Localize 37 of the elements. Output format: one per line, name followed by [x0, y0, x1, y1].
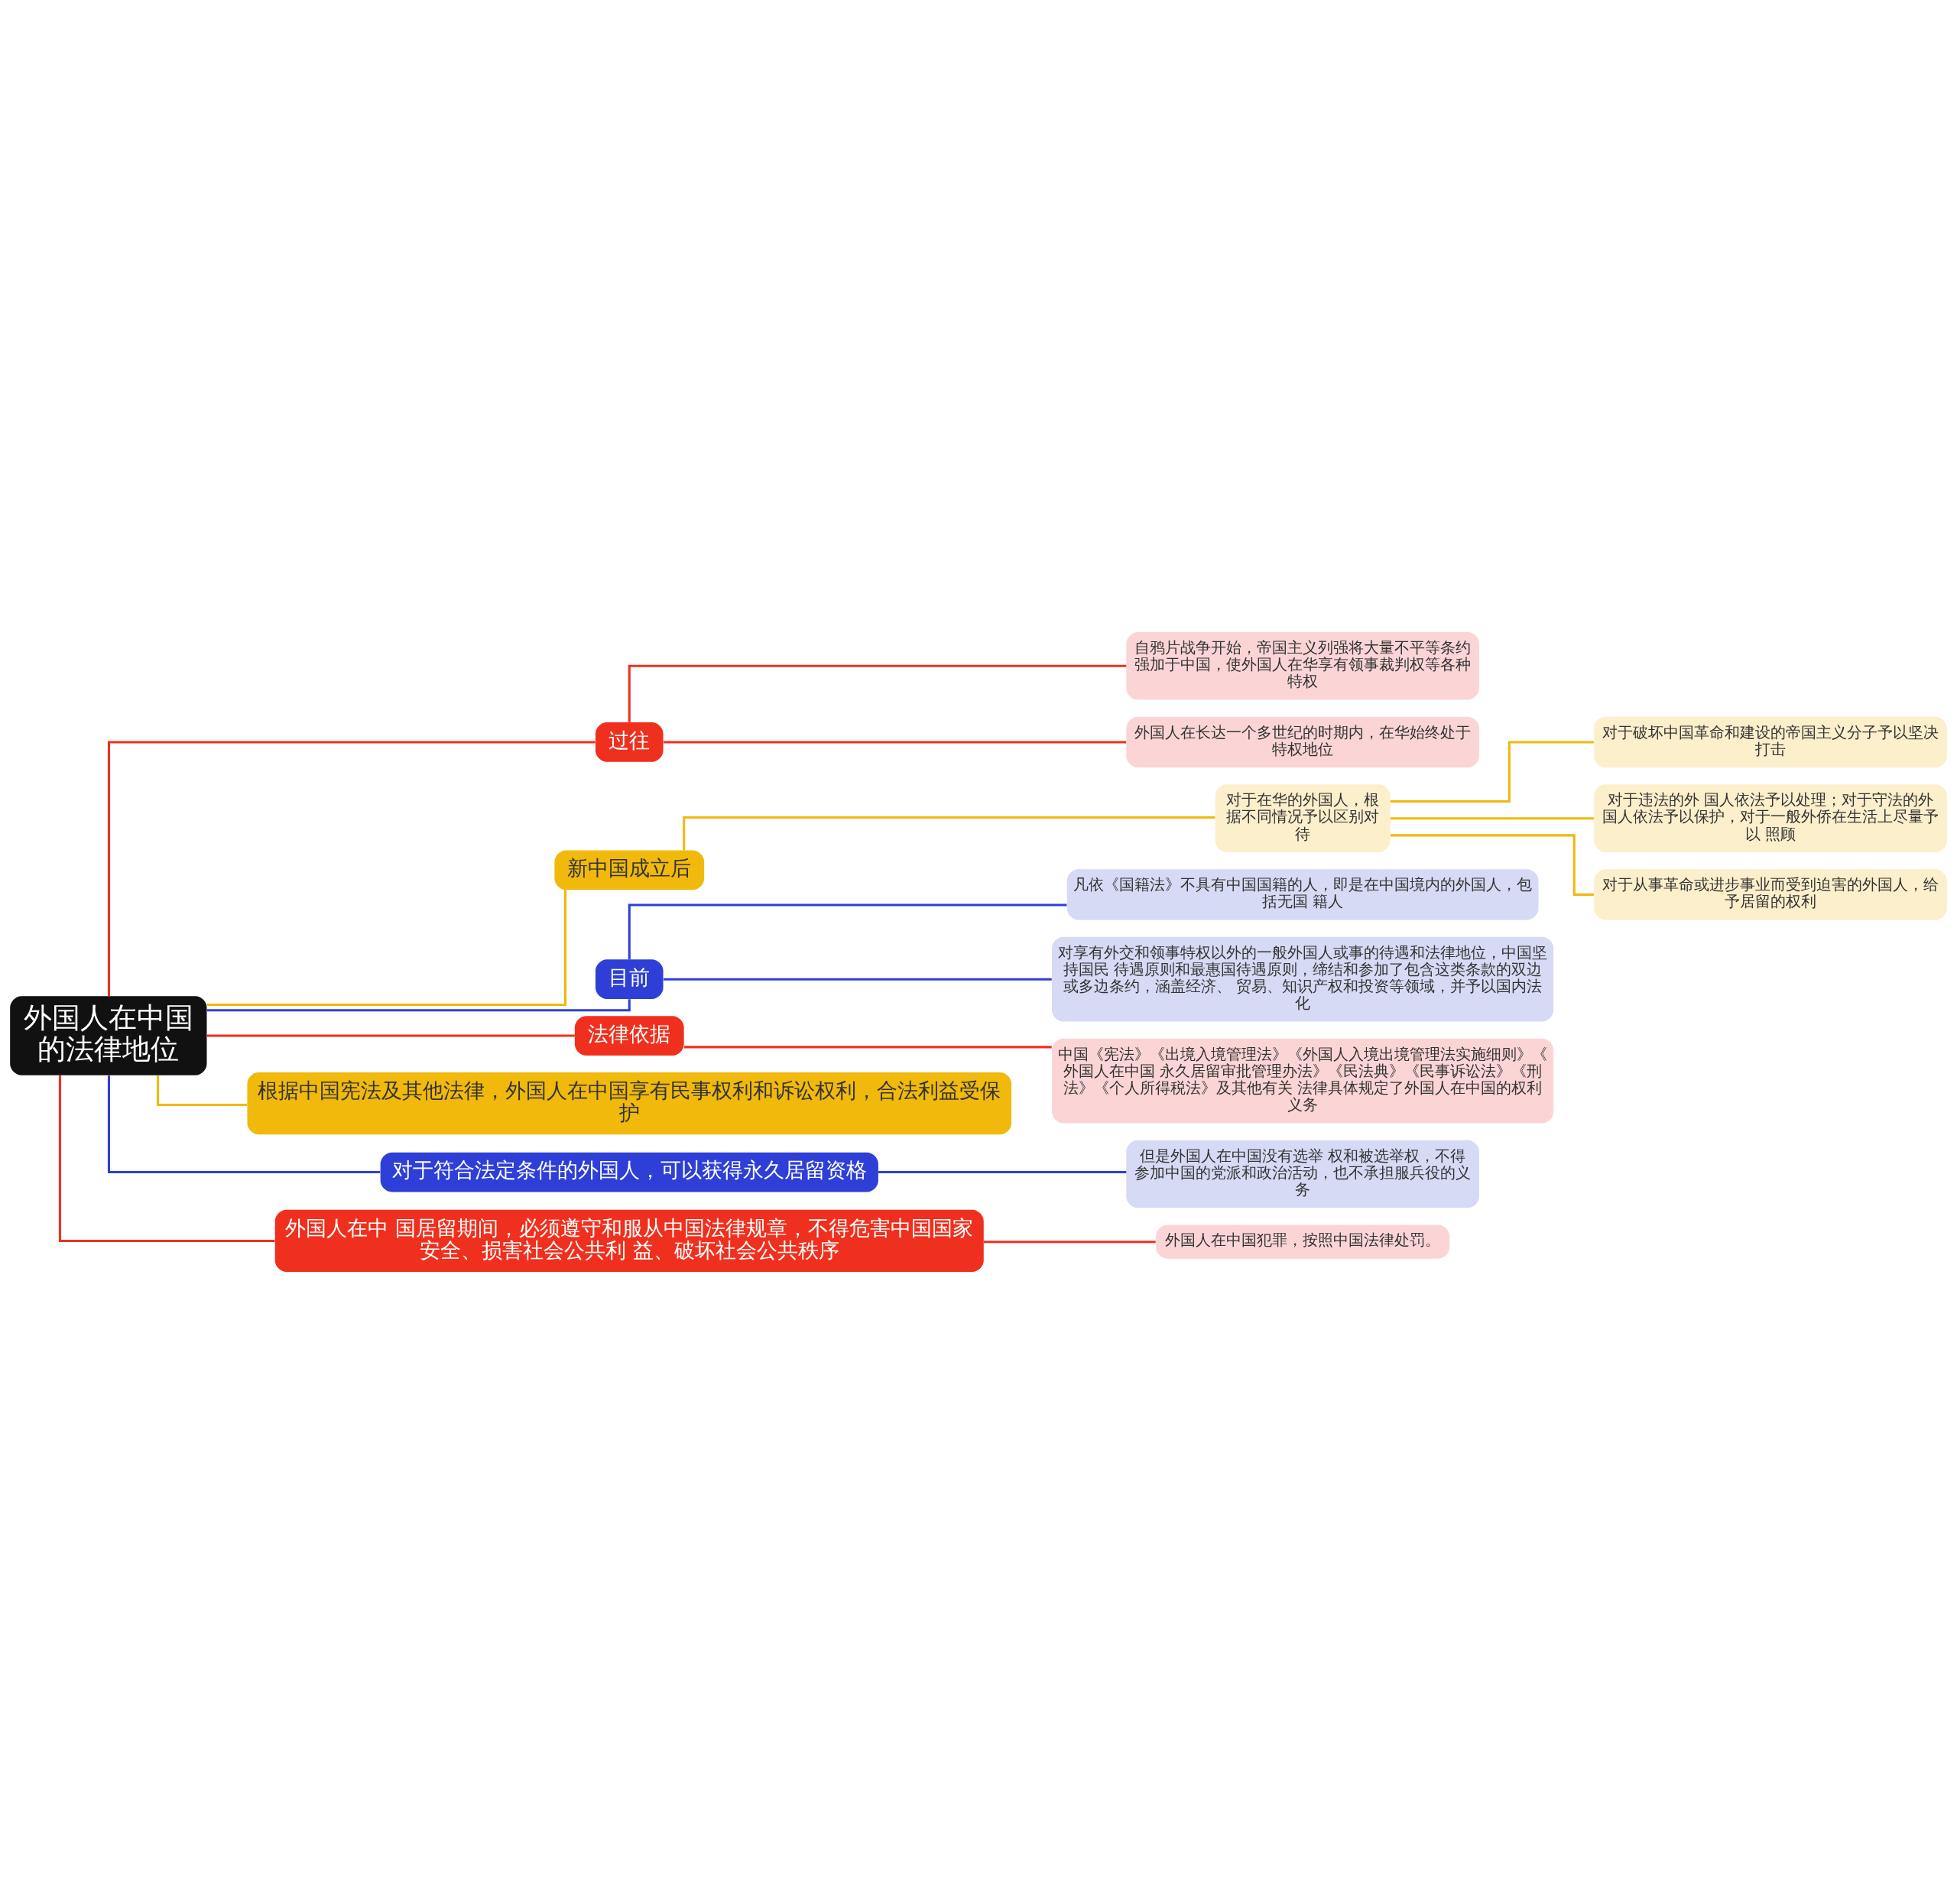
connector — [107, 741, 596, 997]
connector — [683, 816, 1215, 851]
node-box: 外国人在中国的法律地位 — [10, 996, 207, 1075]
connector — [664, 741, 1127, 744]
node-box: 目前 — [595, 959, 664, 1000]
node-box: 外国人在中国犯罪，按照中国法律处罚。 — [1156, 1224, 1450, 1259]
node-box: 过往 — [595, 722, 664, 762]
node-box: 但是外国人在中国没有选举 权和被选举权，不得参加中国的党派和政治活动，也不承担服兵役的义务 — [1126, 1140, 1479, 1208]
connector — [206, 890, 567, 1006]
node-box: 对享有外交和领事特权以外的一般外国人或事的待遇和法律地位，中国坚持国民 待遇原则和最惠国待遇原则，缔结和参加了包含这类条款的双边或多边条约，涵盖经济、 贸易、知识产权和投资等领域，并予以国内法化 — [1052, 936, 1554, 1022]
connector — [683, 1046, 1052, 1049]
connector — [107, 1075, 381, 1174]
node-box: 对于在华的外国人，根据不同情况予以区别对待 — [1215, 784, 1391, 852]
connector — [58, 1075, 275, 1242]
node-box: 对于符合法定条件的外国人，可以获得永久居留资格 — [380, 1152, 878, 1192]
connector — [206, 999, 631, 1012]
node-box: 新中国成立后 — [554, 850, 705, 890]
connector — [628, 903, 1067, 960]
connector — [206, 1034, 575, 1037]
connector — [1390, 834, 1594, 896]
connector — [156, 1075, 248, 1107]
connector — [628, 664, 1127, 722]
node-box: 法律依据 — [574, 1016, 684, 1056]
connector — [983, 1241, 1156, 1244]
connector — [1390, 817, 1594, 820]
node-box: 中国《宪法》《出境入境管理法》《外国人入境出境管理法实施细则》《外国人在中国 永久居留审批管理办法》《民法典》《民事诉讼法》《刑法》《个人所得税法》及其他有关 法律具体规定了外国人在中国的权利义务 — [1052, 1038, 1554, 1124]
node-box: 自鸦片战争开始，帝国主义列强将大量不平等条约强加于中国，使外国人在华享有领事裁判权等各种特权 — [1126, 631, 1479, 700]
connector — [878, 1171, 1127, 1174]
node-box: 外国人在中 国居留期间，必须遵守和服从中国法律规章，不得危害中国国家安全、损害社会公共利 益、破坏社会公共秩序 — [274, 1209, 984, 1273]
connector — [664, 978, 1052, 981]
node-box: 凡依《国籍法》不具有中国国籍的人，即是在中国境内的外国人，包括无国 籍人 — [1066, 869, 1539, 920]
node-box: 外国人在长达一个多世纪的时期内，在华始终处于特权地位 — [1126, 716, 1479, 768]
connector — [1390, 741, 1594, 803]
node-box: 对于破坏中国革命和建设的帝国主义分子予以坚决打击 — [1594, 716, 1947, 768]
node-box: 对于从事革命或进步事业而受到迫害的外国人，给予居留的权利 — [1594, 869, 1947, 920]
node-box: 根据中国宪法及其他法律，外国人在中国享有民事权利和诉讼权利，合法利益受保护 — [247, 1072, 1012, 1135]
node-box: 对于违法的外 国人依法予以处理；对于守法的外国人依法予以保护，对于一般外侨在生活上尽量予以 照顾 — [1594, 784, 1947, 852]
